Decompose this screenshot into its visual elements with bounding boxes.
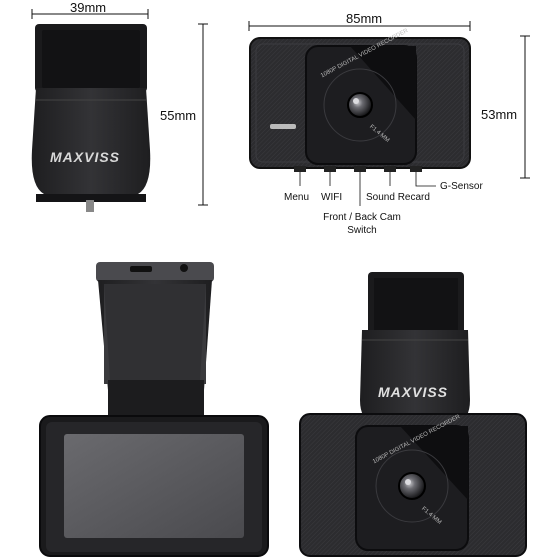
brand-logo-side: MAXVISS — [50, 149, 121, 165]
front-view — [248, 21, 530, 206]
back-view — [39, 262, 269, 557]
sound-button-label: Sound Recard — [366, 192, 430, 203]
switch-button-label-line2: Switch — [347, 225, 377, 236]
brand-logo-front: MAXVISS — [378, 384, 449, 400]
menu-button-label: Menu — [284, 192, 310, 203]
side-view — [31, 9, 208, 212]
side-width-label: 39mm — [70, 0, 107, 15]
wifi-button-label: WIFI — [321, 192, 343, 203]
front-width-label: 85mm — [346, 11, 383, 26]
front-mounted-view — [299, 272, 527, 557]
gsensor-label: G-Sensor — [440, 181, 483, 192]
switch-button-label-line1: Front / Back Cam — [323, 212, 401, 223]
front-height-label: 53mm — [481, 107, 518, 122]
side-height-label: 55mm — [160, 108, 197, 123]
